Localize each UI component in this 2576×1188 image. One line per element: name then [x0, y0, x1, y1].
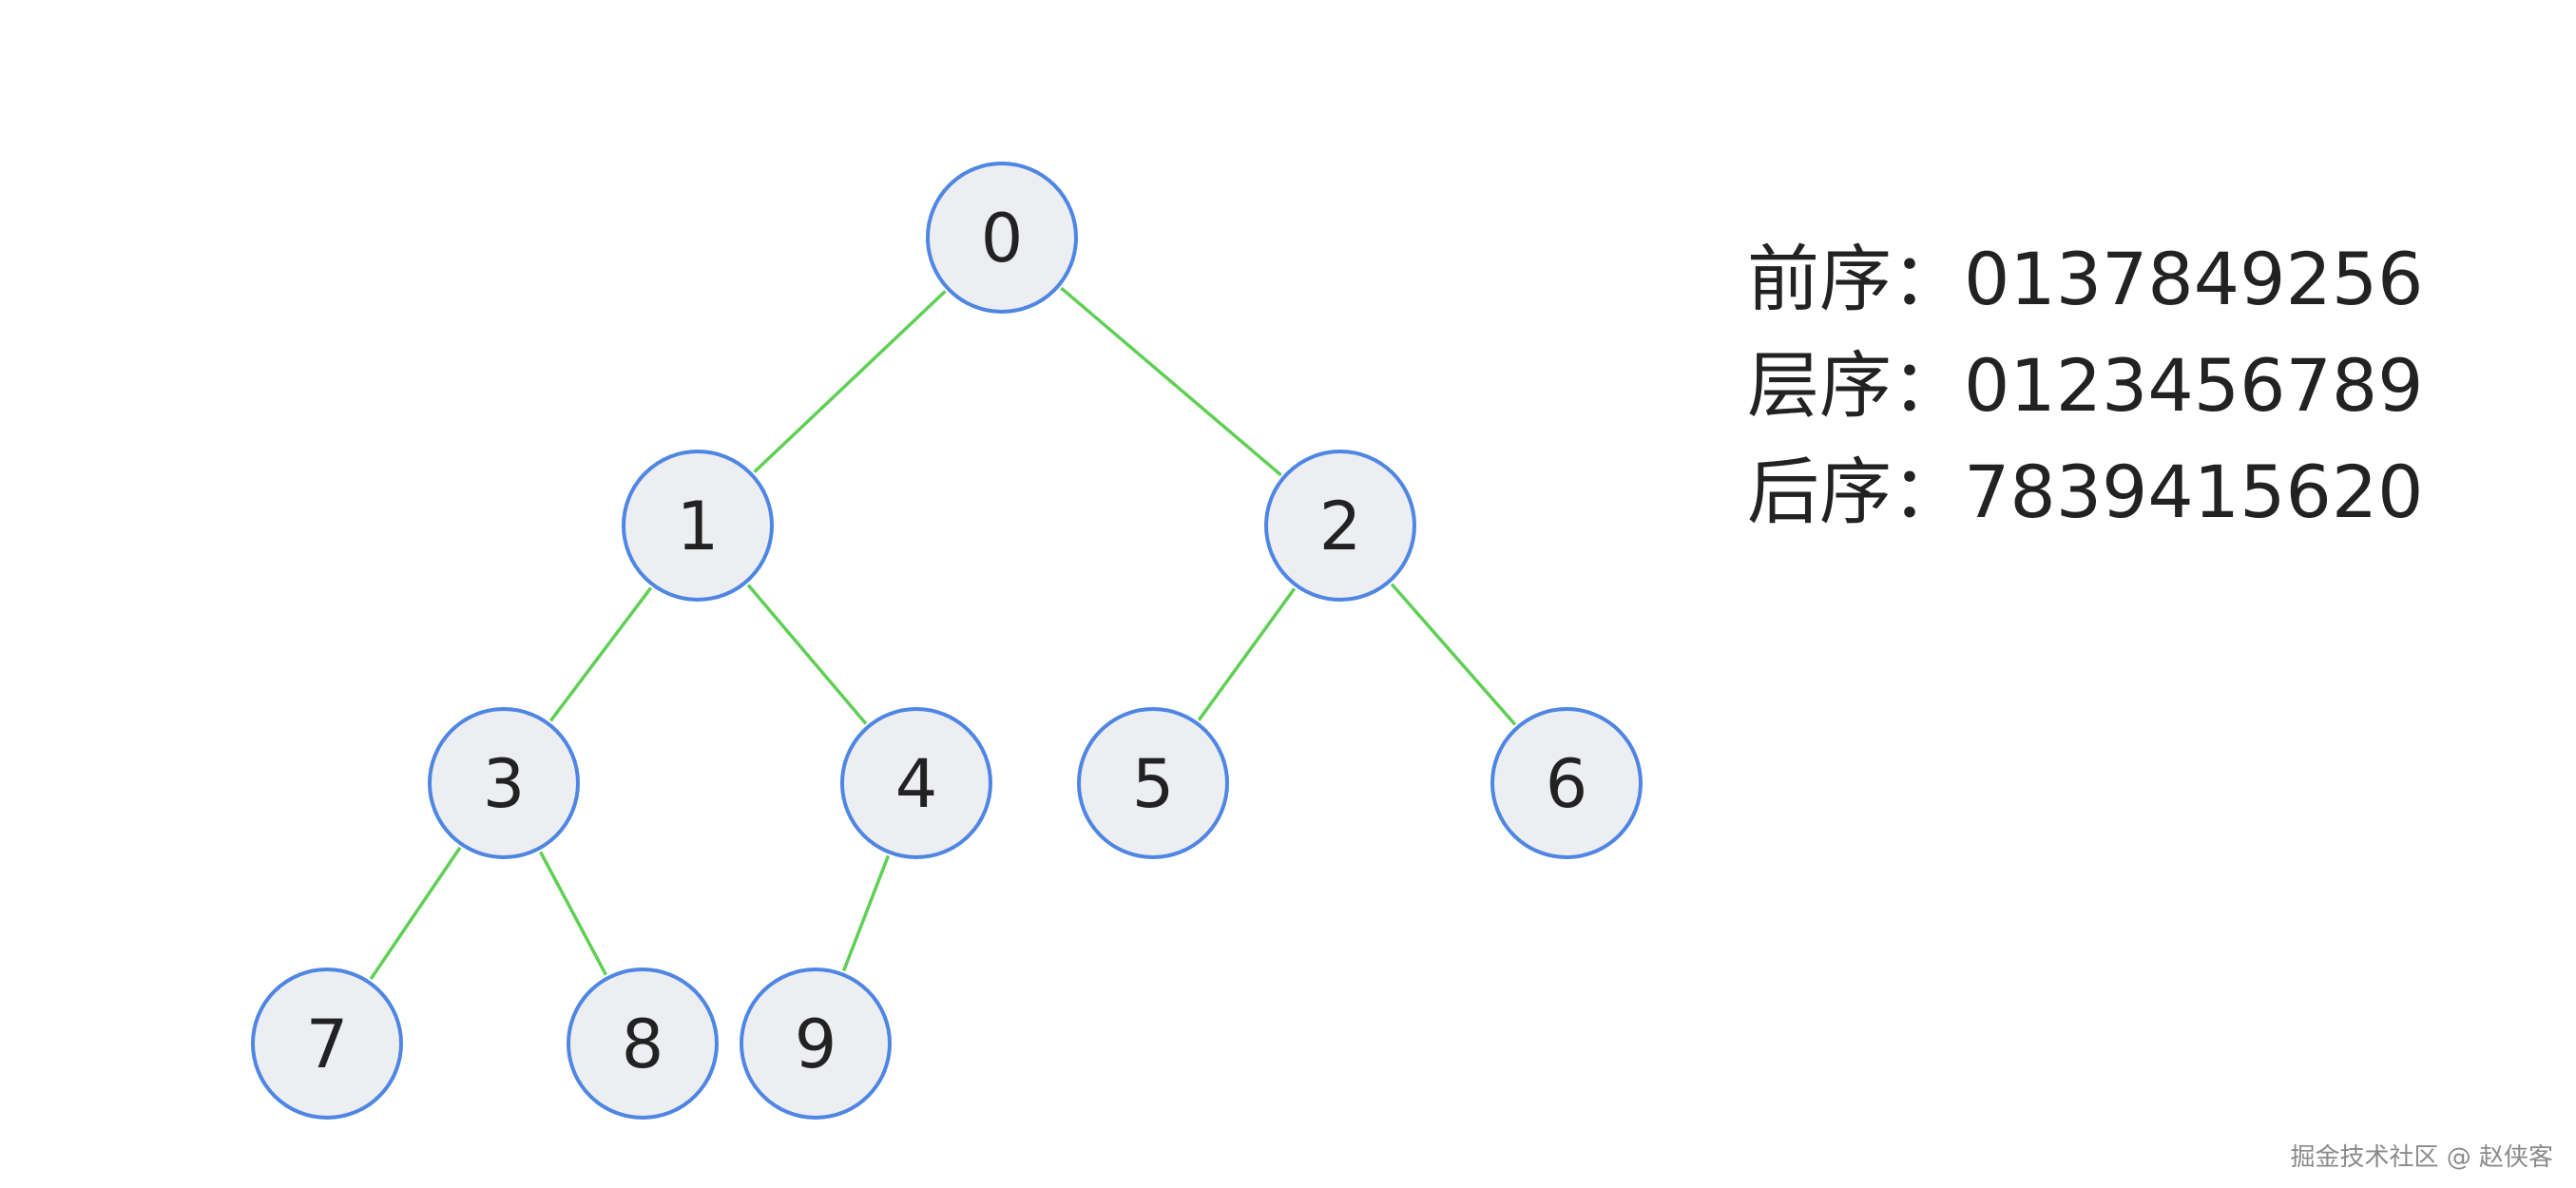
node-circle — [740, 968, 892, 1120]
node-label: 0 — [981, 200, 1024, 278]
edge-2-5 — [1197, 587, 1297, 721]
node-circle — [1077, 707, 1229, 859]
node-label: 3 — [483, 745, 526, 823]
node-circle — [251, 968, 403, 1120]
node-label: 6 — [1546, 745, 1588, 823]
node-circle — [1264, 450, 1416, 602]
node-circle — [567, 968, 719, 1120]
preorder-text: 前序：0137849256 — [1747, 237, 2424, 321]
tree-node-2: 2 — [1264, 450, 1416, 602]
node-label: 1 — [677, 488, 720, 565]
tree-node-0: 0 — [926, 162, 1078, 314]
node-label: 5 — [1132, 745, 1175, 823]
edge-1-3 — [548, 586, 653, 722]
watermark: 掘金技术社区 @ 赵侠客 — [2290, 1143, 2553, 1172]
node-label: 7 — [306, 1006, 349, 1083]
tree-nodes: 0 1 2 3 4 5 6 7 8 9 — [251, 162, 1643, 1120]
node-label: 8 — [622, 1006, 664, 1083]
tree-node-5: 5 — [1077, 707, 1229, 859]
levelorder-text: 层序：0123456789 — [1747, 343, 2424, 428]
tree-node-6: 6 — [1490, 707, 1643, 859]
tree-edges — [369, 286, 1517, 981]
node-label: 4 — [895, 745, 938, 823]
node-circle — [1490, 707, 1643, 859]
edge-0-1 — [753, 290, 947, 473]
edge-2-6 — [1390, 583, 1517, 726]
tree-node-9: 9 — [740, 968, 892, 1120]
node-label: 2 — [1319, 488, 1362, 565]
node-circle — [926, 162, 1078, 314]
node-label: 9 — [795, 1006, 837, 1083]
node-circle — [428, 707, 580, 859]
postorder-text: 后序：7839415620 — [1747, 450, 2424, 534]
tree-node-1: 1 — [622, 450, 774, 602]
node-circle — [840, 707, 992, 859]
tree-node-4: 4 — [840, 707, 992, 859]
edge-0-2 — [1060, 286, 1282, 477]
edge-1-4 — [746, 584, 868, 725]
tree-node-7: 7 — [251, 968, 403, 1120]
tree-node-8: 8 — [567, 968, 719, 1120]
edge-4-9 — [841, 854, 891, 972]
edge-3-7 — [369, 846, 462, 981]
edge-3-8 — [539, 851, 607, 976]
node-circle — [622, 450, 774, 602]
traversal-results: 前序：0137849256 层序：0123456789 后序：783941562… — [1747, 226, 2508, 546]
tree-node-3: 3 — [428, 707, 580, 859]
